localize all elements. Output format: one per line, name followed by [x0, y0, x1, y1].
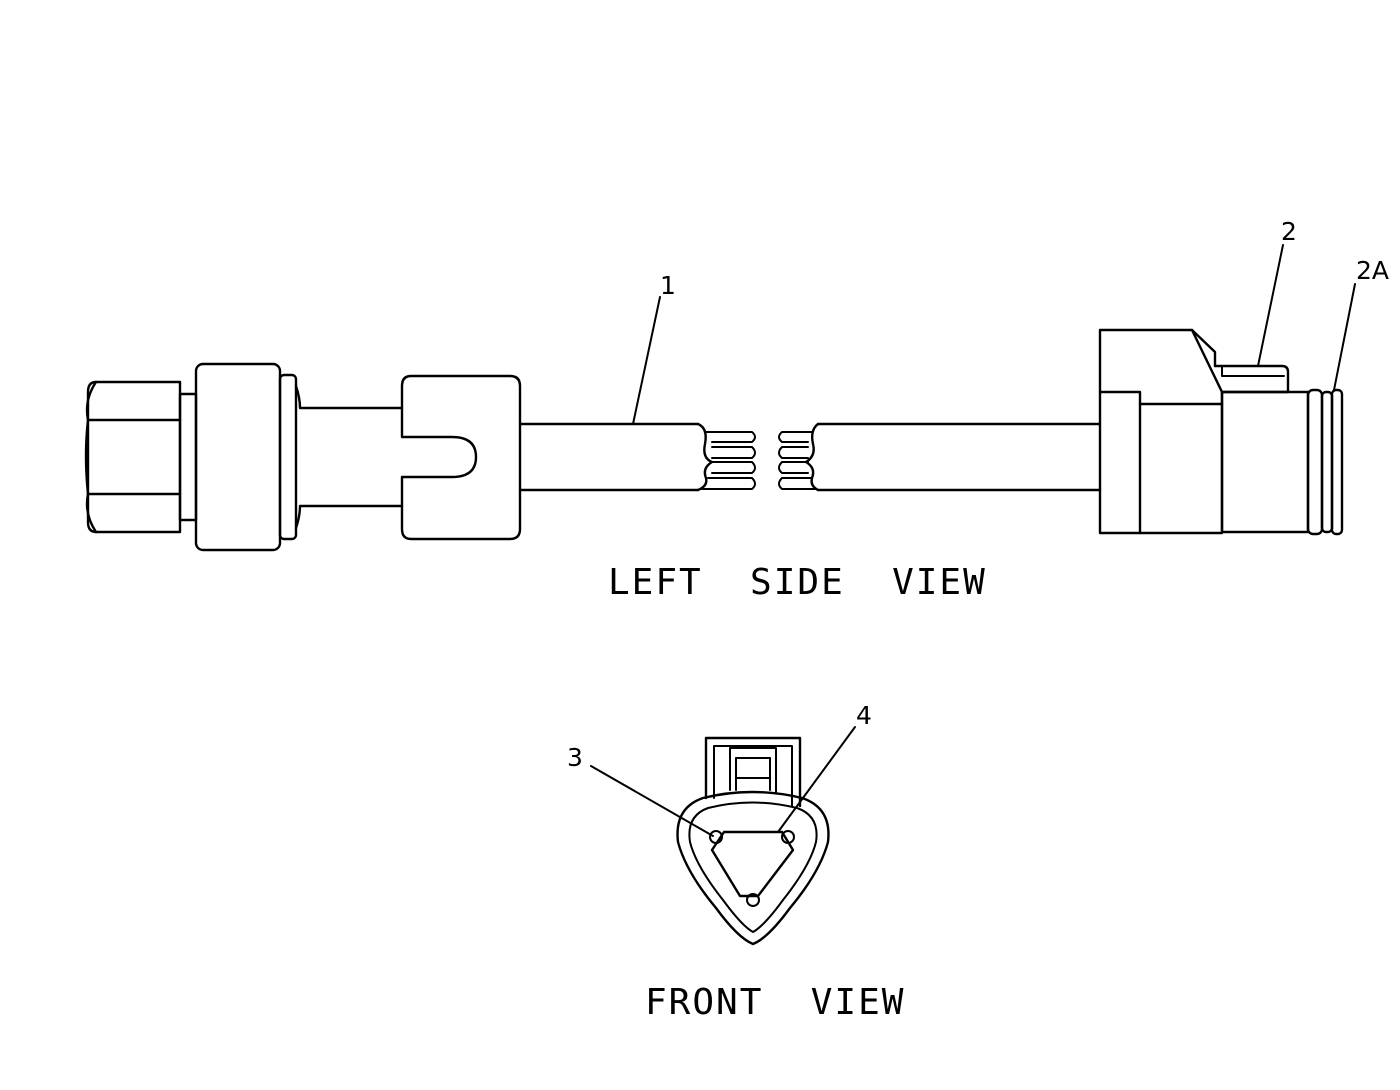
- housing-inner: [688, 801, 818, 933]
- strain-relief: [400, 374, 522, 541]
- leader-line-4: [777, 726, 856, 833]
- hex-nut: [84, 380, 198, 534]
- leader-line-1: [632, 296, 661, 425]
- leader-line-2a: [1333, 283, 1356, 391]
- left-side-view-caption: LEFT SIDE VIEW: [608, 562, 987, 603]
- sensor-collar: [194, 362, 282, 552]
- callout-4: 4: [856, 701, 872, 730]
- collar-shoulder: [278, 373, 298, 541]
- connector-body: [1098, 328, 1224, 535]
- left-side-view: 1 2 2A LEFT SIDE VIEW: [84, 217, 1389, 603]
- pin-cavity-c: [746, 893, 760, 907]
- leader-line-2: [1257, 244, 1284, 367]
- callout-1: 1: [660, 271, 676, 300]
- sensor-neck: [294, 384, 404, 530]
- front-view-caption: FRONT VIEW: [645, 982, 905, 1023]
- callout-2a: 2A: [1356, 256, 1389, 285]
- pin-cavity-a: [709, 830, 723, 844]
- callout-2: 2: [1281, 217, 1297, 246]
- pin-cavity-b: [781, 830, 795, 844]
- front-latch: [704, 736, 802, 808]
- center-key: [710, 830, 795, 898]
- connector-latch: [1213, 364, 1290, 394]
- cable-right: [778, 422, 1102, 492]
- callout-3: 3: [567, 743, 583, 772]
- seal-rings: [1306, 388, 1344, 536]
- leader-line-3: [590, 765, 714, 837]
- cable-left: [518, 422, 756, 492]
- front-view: 3 4 FRONT VIEW: [567, 701, 905, 1023]
- connector-sleeve: [1220, 390, 1310, 534]
